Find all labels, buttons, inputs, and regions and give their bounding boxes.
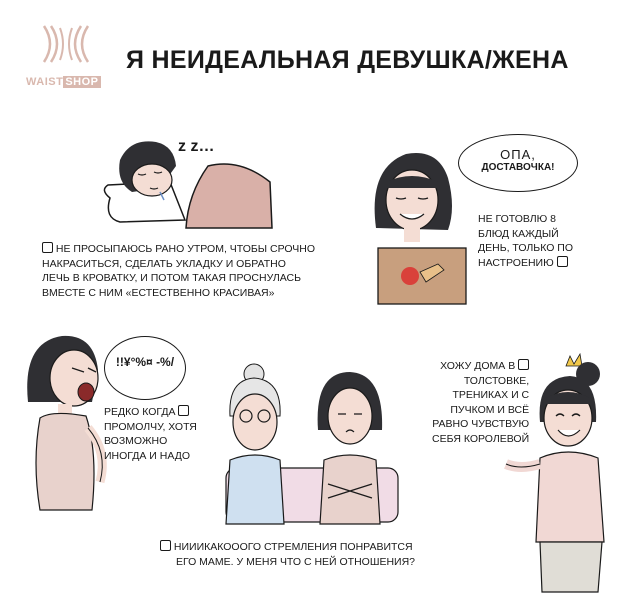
mother-in-law-caption: НИИИКАКОООГО СТРЕМЛЕНИЯ ПОНРАВИТСЯ ЕГО М… — [160, 540, 415, 569]
checkbox-sleeping[interactable] — [42, 242, 53, 253]
sleeping-caption-line: НАКРАСИТЬСЯ, СДЕЛАТЬ УКЛАДКУ И ОБРАТНО — [42, 257, 286, 270]
mother-in-law-caption-line: НИИИКАКОООГО СТРЕМЛЕНИЯ ПОНРАВИТСЯ — [173, 541, 413, 553]
hoodie-caption-line: ХОЖУ ДОМА В — [440, 360, 516, 372]
hoodie-caption-line: РАВНО ЧУВСТВУЮ — [432, 418, 530, 430]
sleeping-caption: НЕ ПРОСЫПАЮСЬ РАНО УТРОМ, ЧТОБЫ СРОЧНО Н… — [42, 242, 315, 300]
sleeping-woman-illustration — [103, 141, 273, 229]
shouting-caption-line: ВОЗМОЖНО — [104, 435, 168, 447]
shouting-caption-line: ИНОГДА И НАДО — [104, 449, 190, 462]
delivery-bubble-line1: ОПА, — [500, 147, 536, 162]
brand-name-part2: SHOP — [63, 76, 101, 88]
brand-name-part1: WAIST — [26, 76, 64, 88]
hoodie-caption: ХОЖУ ДОМА В ТОЛСТОВКЕ, ТРЕНИКАХ И С ПУЧК… — [432, 359, 530, 446]
hoodie-caption-line: ТОЛСТОВКЕ, — [463, 374, 530, 387]
sleeping-caption-line: ЛЕЧЬ В КРОВАТКУ, И ПОТОМ ТАКАЯ ПРОСНУЛАС… — [42, 272, 302, 284]
checkbox-hoodie[interactable] — [518, 359, 530, 370]
page-title: Я НЕИДЕАЛЬНАЯ ДЕВУШКА/ЖЕНА — [126, 46, 569, 74]
shouting-speech-bubble: !!¥°%¤ -%/ — [104, 336, 186, 400]
sleep-zzz: z z… — [178, 138, 215, 155]
hoodie-caption-line: ПУЧКОМ И ВСЁ — [450, 403, 530, 416]
checkbox-shouting[interactable] — [178, 405, 190, 416]
brand-logo-icon — [42, 25, 90, 63]
delivery-caption-line: БЛЮД КАЖДЫЙ — [478, 227, 559, 240]
hoodie-caption-line: СЕБЯ КОРОЛЕВОЙ — [432, 432, 530, 445]
mother-in-law-illustration — [225, 363, 399, 525]
hoodie-caption-line: ТРЕНИКАХ И С — [452, 389, 530, 401]
sleeping-caption-line: НЕ ПРОСЫПАЮСЬ РАНО УТРОМ, ЧТОБЫ СРОЧНО — [55, 243, 316, 255]
delivery-caption-line: НАСТРОЕНИЮ — [478, 256, 554, 269]
delivery-speech-bubble: ОПА, ДОСТАВОЧКА! — [458, 134, 578, 192]
hoodie-woman-illustration — [504, 352, 605, 593]
delivery-caption-line: НЕ ГОТОВЛЮ 8 — [478, 213, 557, 225]
shouting-woman-illustration — [27, 335, 107, 511]
sleeping-caption-line: ВМЕСТЕ С НИМ «ЕСТЕСТВЕННО КРАСИВАЯ» — [42, 286, 275, 299]
delivery-caption-line: ДЕНЬ, ТОЛЬКО ПО — [478, 242, 573, 254]
delivery-bubble-line2: ДОСТАВОЧКА! — [481, 162, 555, 173]
shouting-caption: РЕДКО КОГДА ПРОМОЛЧУ, ХОТЯ ВОЗМОЖНО ИНОГ… — [104, 405, 197, 463]
mother-in-law-caption-line: ЕГО МАМЕ. У МЕНЯ ЧТО С НЕЙ ОТНОШЕНИЯ? — [176, 555, 416, 568]
checkbox-delivery[interactable] — [556, 255, 568, 267]
shouting-caption-line: ПРОМОЛЧУ, ХОТЯ — [104, 420, 197, 433]
delivery-woman-illustration — [374, 153, 467, 305]
delivery-caption: НЕ ГОТОВЛЮ 8 БЛЮД КАЖДЫЙ ДЕНЬ, ТОЛЬКО ПО… — [478, 212, 573, 270]
shouting-bubble-text: !!¥°%¤ -%/ — [115, 355, 175, 369]
shouting-caption-line: РЕДКО КОГДА — [104, 406, 176, 418]
checkbox-mother-in-law[interactable] — [160, 540, 171, 551]
